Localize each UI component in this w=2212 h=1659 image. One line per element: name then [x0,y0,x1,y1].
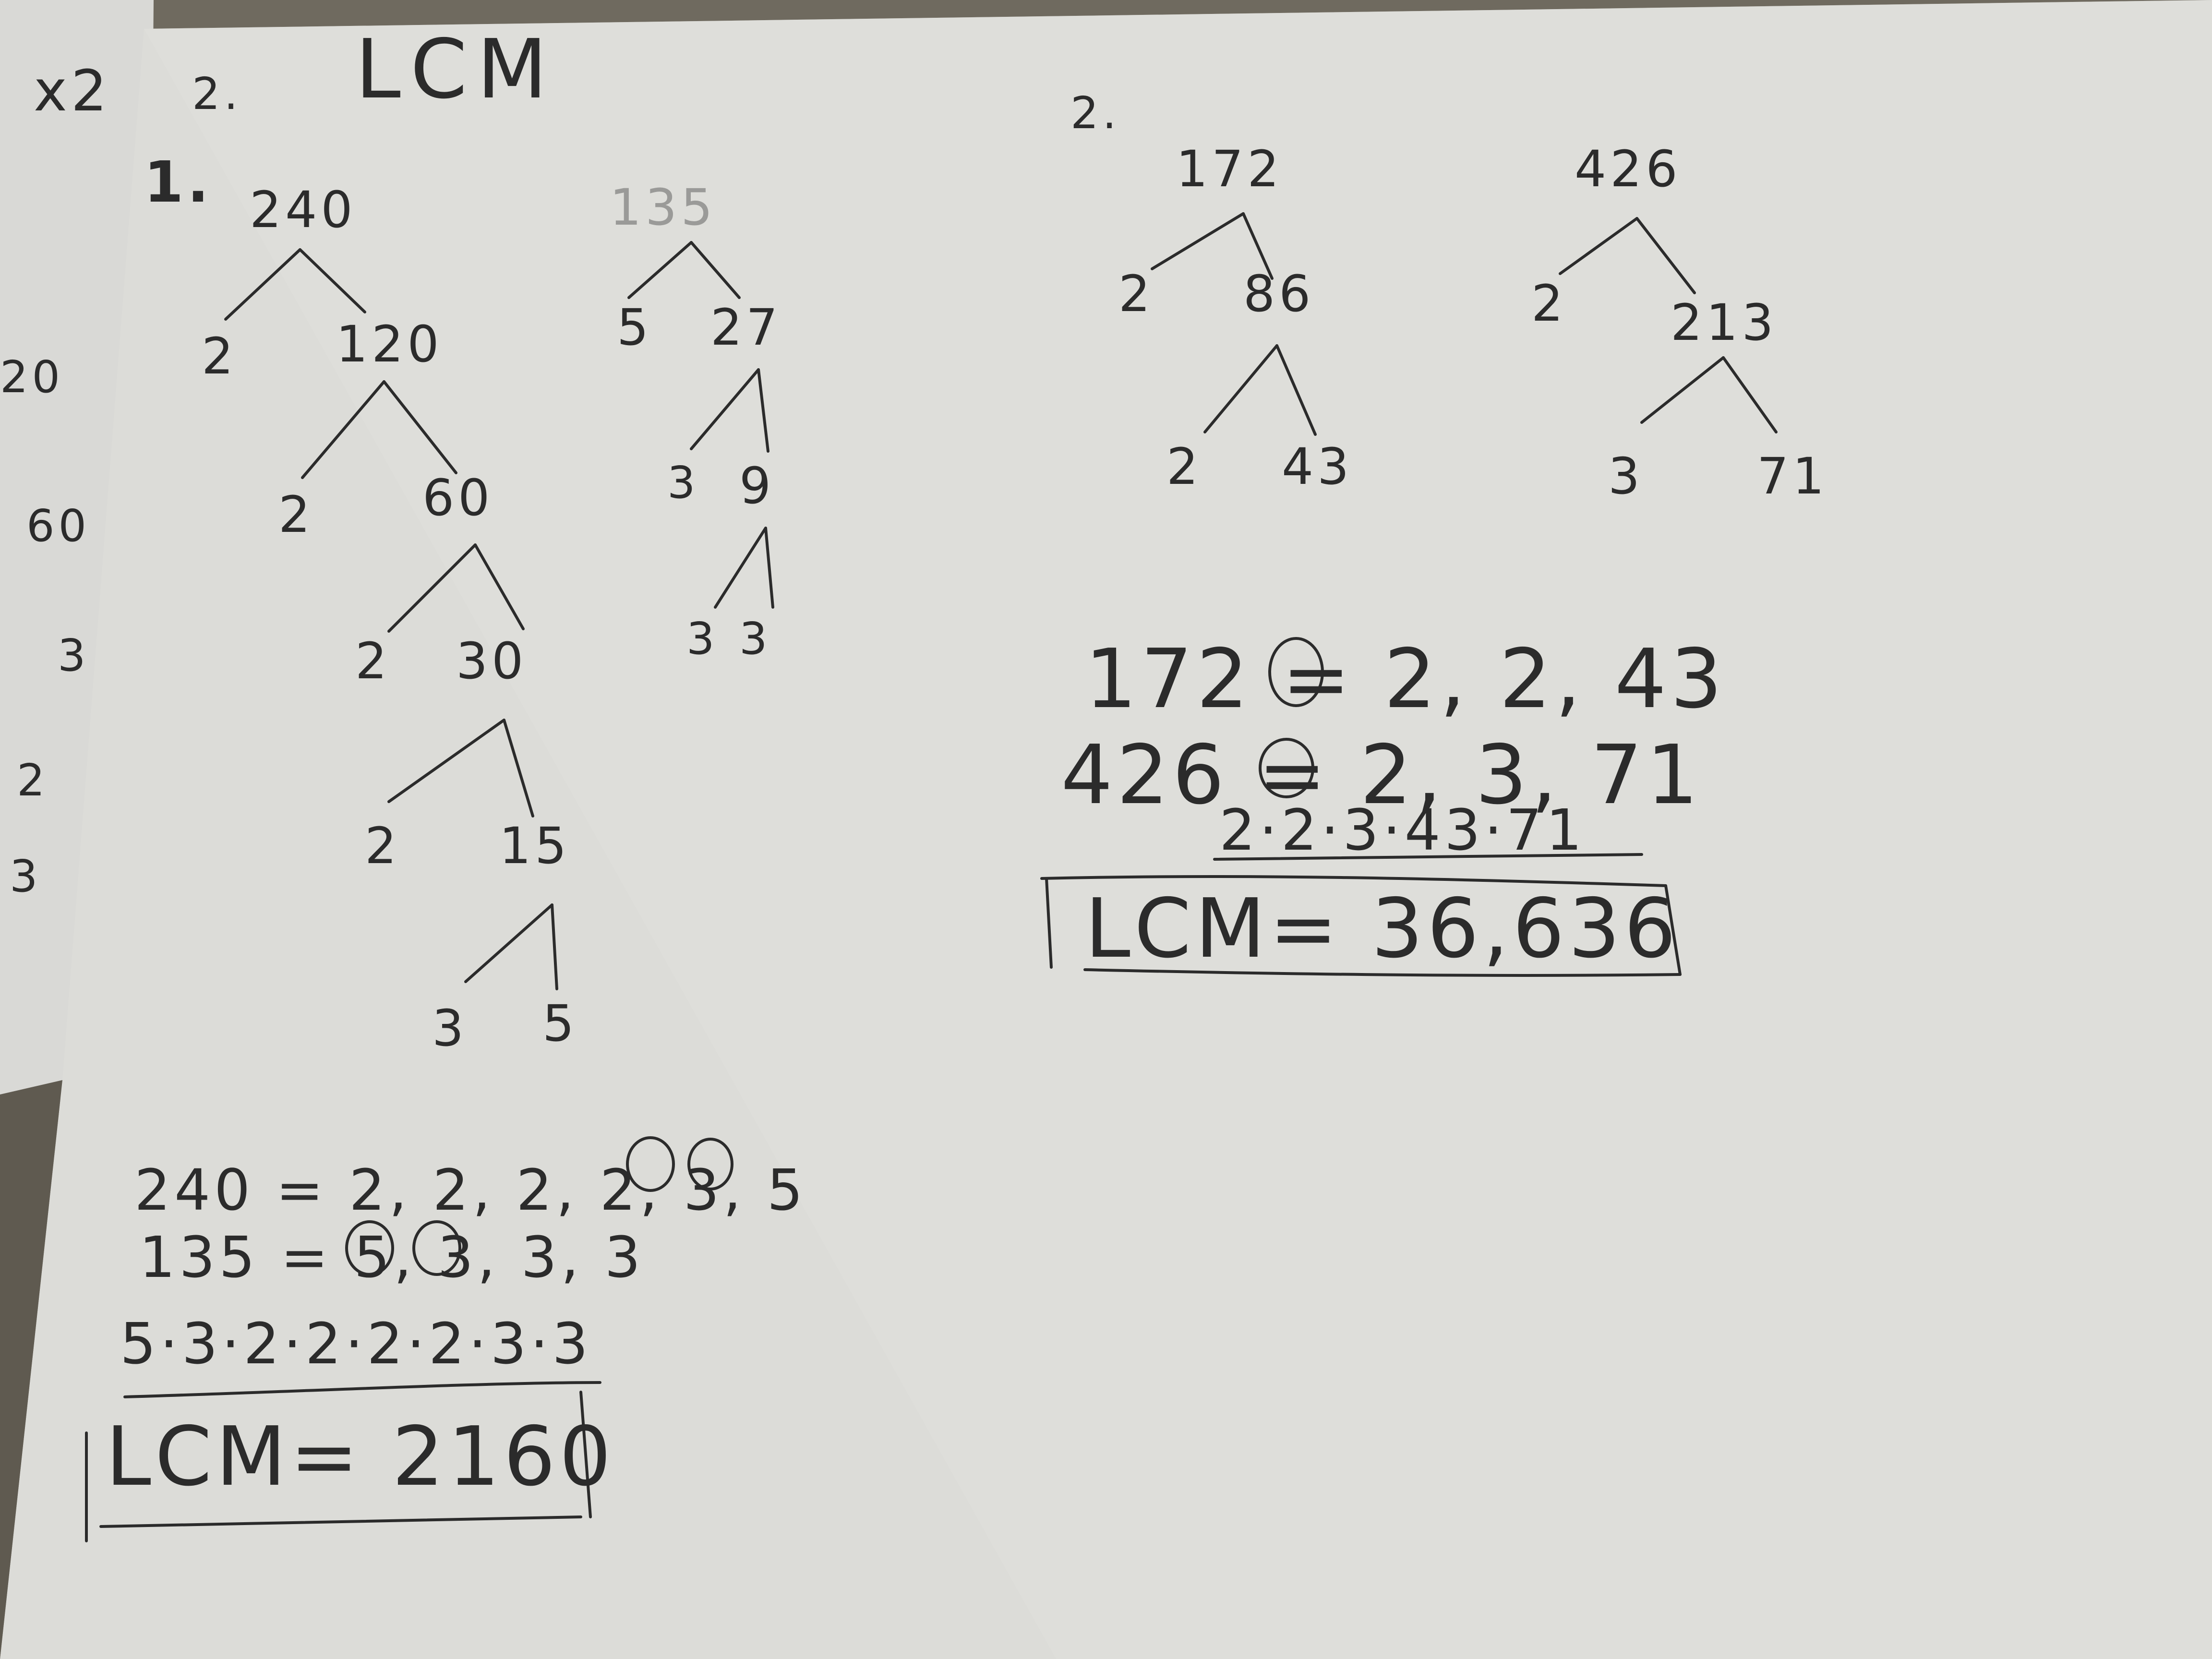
tree240-node: 30 [456,632,528,690]
left-sheet-fragment: x2 [34,58,111,124]
tree135-node: 9 [739,457,775,515]
tree240-node: 2 [365,817,401,875]
tree172-node: 2 [1118,264,1154,323]
problem1-factor-line: 240 = 2, 2, 2, 2, 3, 5 [134,1157,807,1223]
tree172-root: 172 [1176,140,1283,198]
tree240-node: 2 [355,632,391,690]
left-sheet-fragment: 20 [0,351,64,403]
heading-number: 2. [192,68,242,120]
problem1-product: 5·3·2·2·2·2·3·3 [120,1310,592,1377]
left-sheet-fragment: 3 [10,851,42,902]
tree240-node: 3 [432,999,468,1058]
left-sheet-fragment: 3 [58,630,90,681]
page-heading: LCM [355,22,557,117]
problem2-factor-line: 172 = 2, 2, 43 [1085,632,1726,727]
tree240-node: 2 [202,327,238,385]
problem1-number: 1. [144,149,213,215]
left-sheet-fragment: 2 [17,755,49,806]
tree172-node: 43 [1282,437,1353,496]
tree426-node: 71 [1757,447,1828,505]
left-sheet-fragment: 60 [26,500,91,552]
problem2-answer: LCM= 36,636 [1085,881,1680,976]
tree426-root: 426 [1575,140,1682,198]
tree172-node: 2 [1166,437,1202,496]
tree240-node: 15 [499,817,571,875]
tree135-node: 3 [739,613,771,664]
tree240-node: 2 [278,485,314,544]
tree135-node: 5 [617,298,653,357]
problem1-answer: LCM= 2160 [106,1409,615,1504]
problem2-product: 2·2·3·43·71 [1219,797,1586,863]
tree426-node: 3 [1608,447,1644,505]
problem2-factor-line: 426 = 2, 3, 71 [1061,728,1702,823]
tree135-node: 27 [710,298,782,357]
tree135-node: 3 [686,613,719,664]
tree172-node: 86 [1243,264,1315,323]
tree240-node: 5 [542,994,578,1053]
tree240-root: 240 [250,180,357,239]
tree426-node: 213 [1671,293,1778,352]
tree240-node: 120 [336,315,443,373]
tree426-node: 2 [1531,274,1567,333]
tree135-node: 3 [667,457,699,508]
tree135-root: 135 [610,178,717,237]
tree240-node: 60 [422,469,494,527]
problem2-number: 2. [1070,87,1120,139]
